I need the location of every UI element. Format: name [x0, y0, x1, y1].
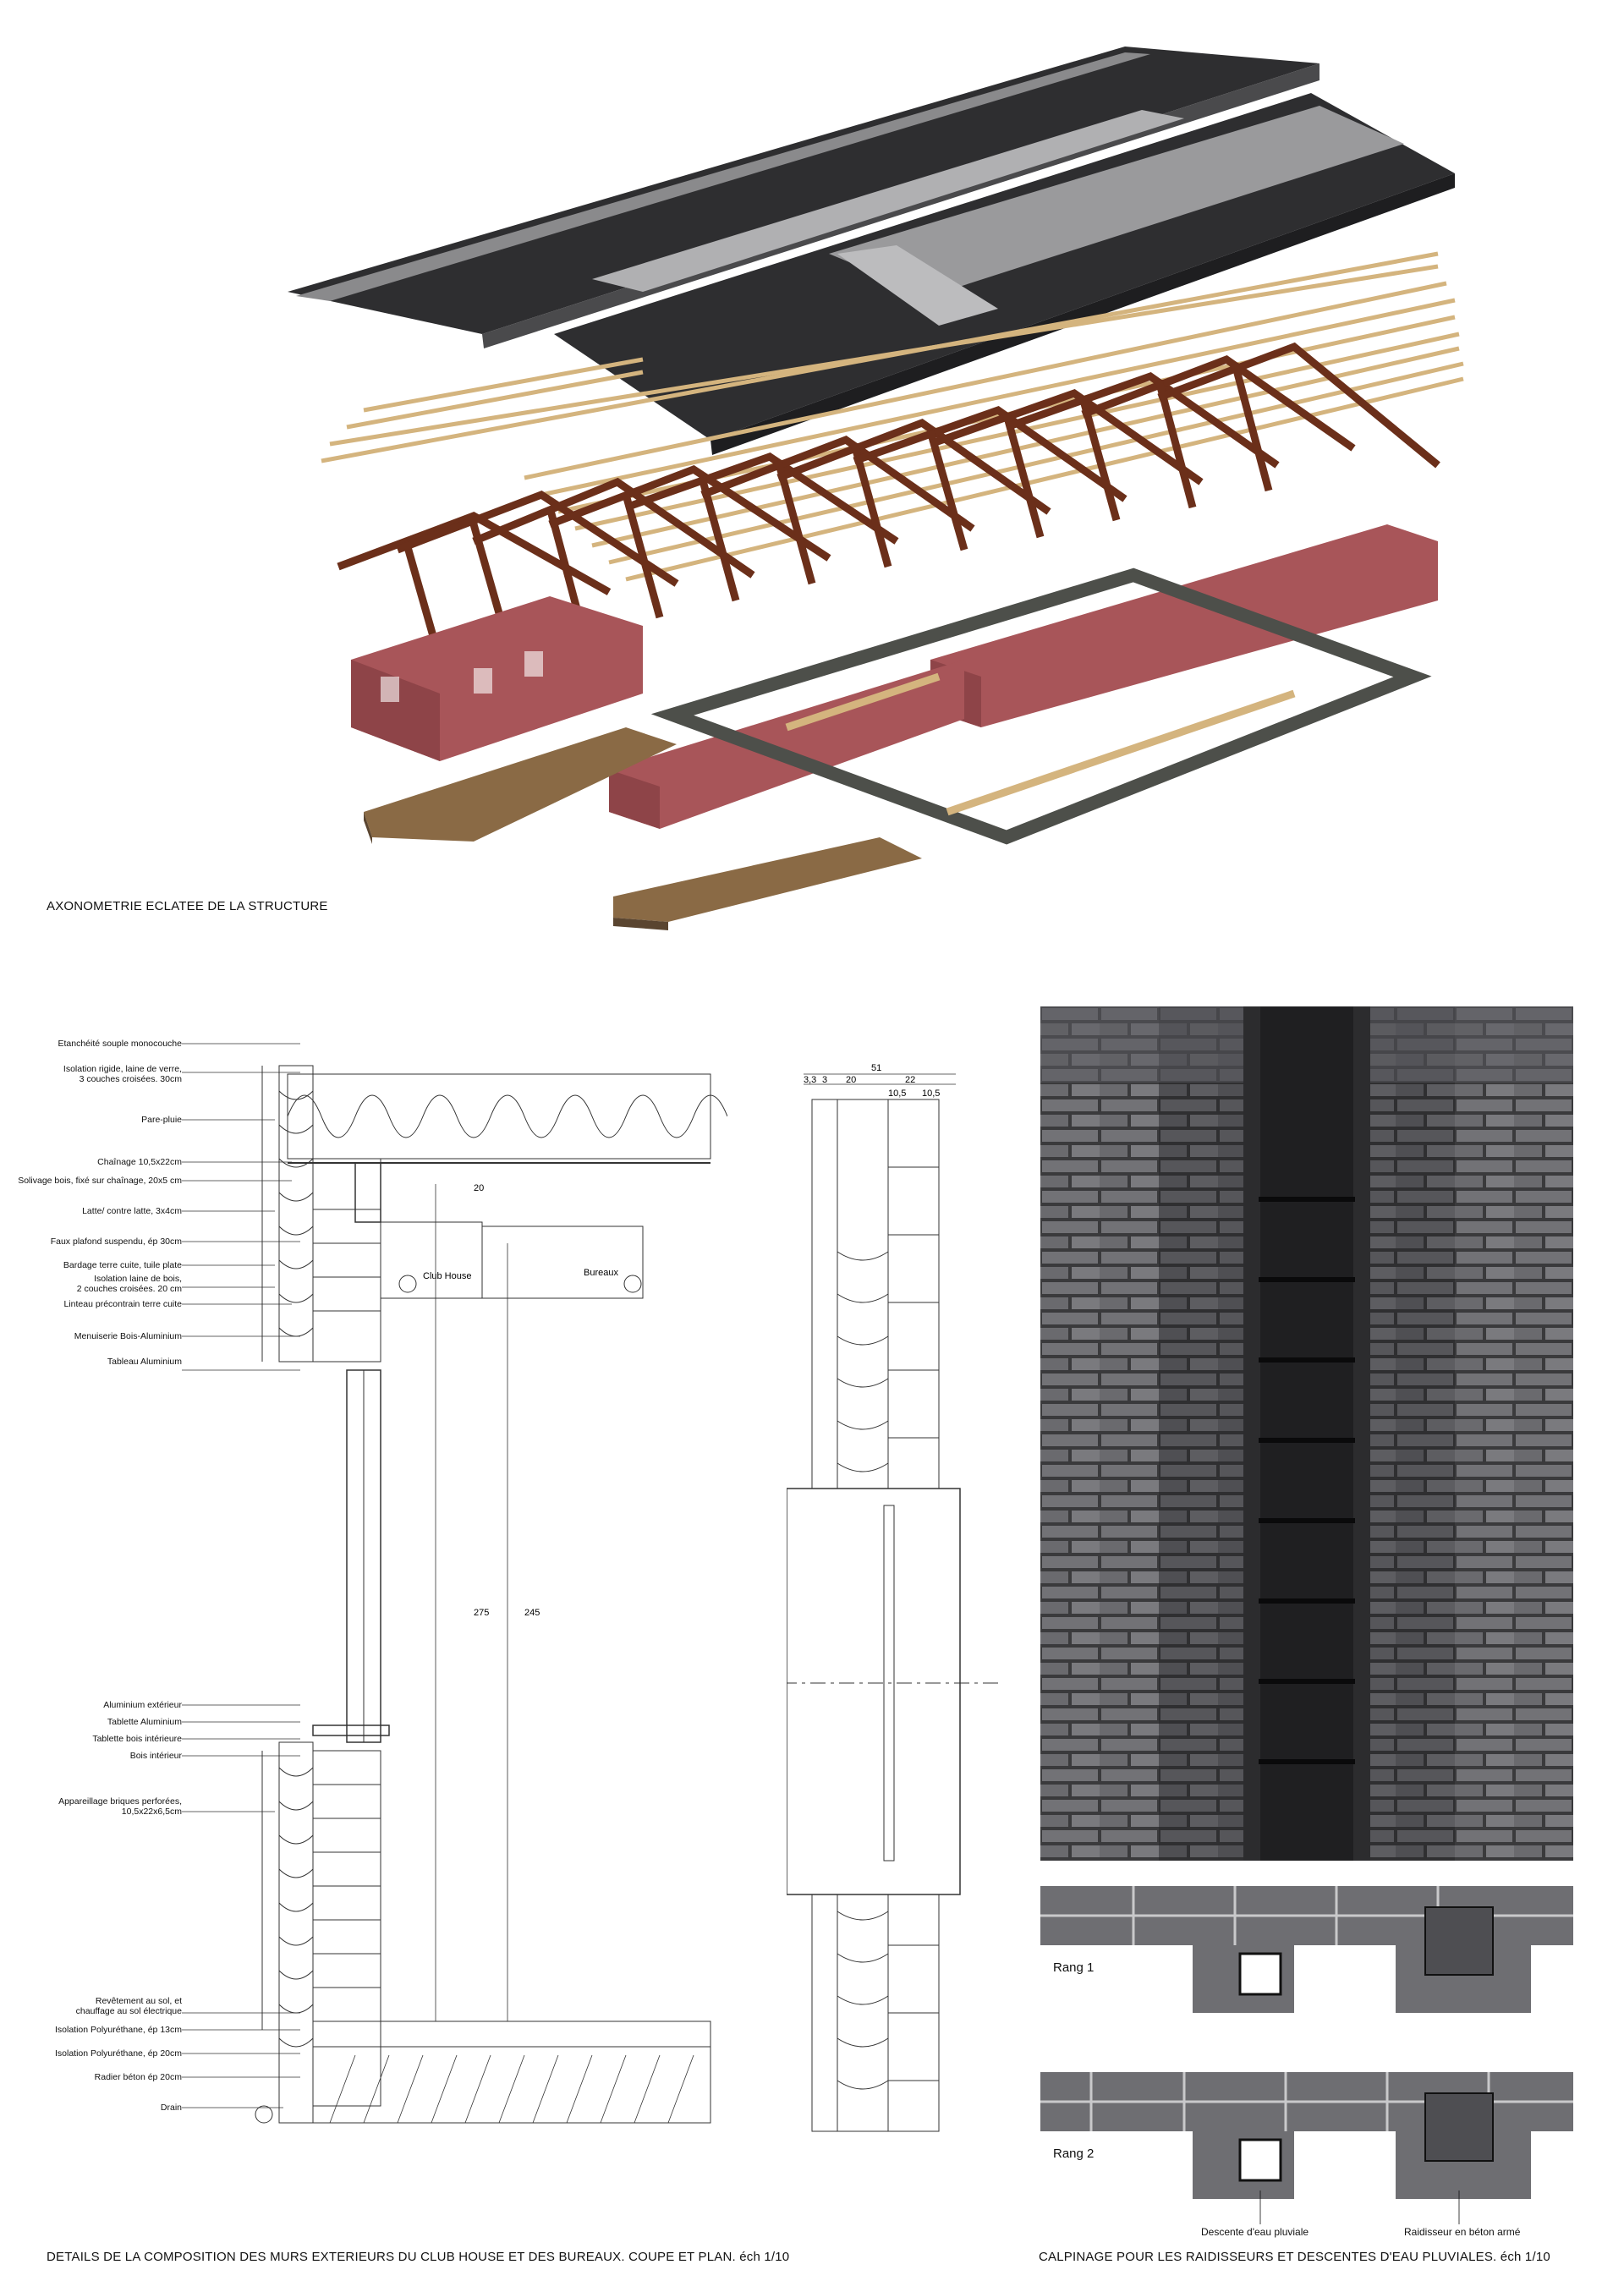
plan-dim-f: 10,5 [922, 1088, 940, 1099]
false-ceiling [380, 1221, 644, 1299]
label-bardage: Bardage terre cuite, tuile plate [63, 1260, 182, 1270]
rang2-plan [1040, 2072, 1573, 2199]
label-faux-plafond: Faux plafond suspendu, ép 30cm [50, 1236, 182, 1247]
label-isolation-13: Isolation Polyuréthane, ép 13cm [54, 2025, 182, 2035]
label-bois-interieur: Bois intérieur [129, 1751, 182, 1761]
brick-elevation [1040, 1006, 1573, 1861]
room-club-house: Club House [423, 1271, 471, 1281]
label-revetement: Revêtement au sol, et chauffage au sol é… [75, 1996, 182, 2016]
room-bureaux: Bureaux [584, 1268, 618, 1278]
leader-lines [182, 1043, 300, 2108]
axonometry-caption: AXONOMETRIE ECLATEE DE LA STRUCTURE [47, 899, 328, 913]
label-appareillage: Appareillage briques perforées, 10,5x22x… [58, 1796, 182, 1817]
label-tablette-bois: Tablette bois intérieure [92, 1734, 182, 1744]
roof-lower [554, 93, 1455, 455]
wall-section-drawing: 20 Club House Bureaux 275 245 [255, 1065, 727, 2124]
roof-upper [288, 47, 1320, 348]
label-pare-pluie: Pare-pluie [141, 1115, 182, 1125]
plan-dim-c: 20 [846, 1075, 856, 1085]
rang1-plan [1040, 1886, 1573, 2013]
plan-dim-total: 51 [871, 1063, 881, 1073]
plan-dim-b: 3 [822, 1075, 827, 1085]
label-radier: Radier béton ép 20cm [94, 2072, 182, 2082]
dim-height-b: 245 [524, 1608, 540, 1618]
label-etancheite: Etanchéité souple monocouche [58, 1039, 182, 1049]
label-chainage: Chaînage 10,5x22cm [97, 1157, 182, 1167]
exploded-axonometry [288, 47, 1464, 930]
floor-timber [785, 672, 1296, 816]
plan-dim-a: 3,3 [804, 1075, 816, 1085]
legend-stiffener: Raidisseur en béton armé [1404, 2226, 1521, 2238]
wall-detail-caption: DETAILS DE LA COMPOSITION DES MURS EXTER… [47, 2250, 790, 2264]
label-isolation-20: Isolation Polyuréthane, ép 20cm [54, 2048, 182, 2059]
wall-plan-drawing: 51 3,3 3 20 22 10,5 10,5 [787, 1063, 998, 2132]
label-tableau-alu: Tableau Aluminium [107, 1357, 182, 1367]
label-linteau: Linteau précontrain terre cuite [63, 1299, 183, 1309]
chainage [354, 1162, 381, 1223]
floor-slabs [364, 727, 922, 930]
rang2-label: Rang 2 [1053, 2147, 1095, 2161]
rang-plans [1040, 1886, 1573, 2224]
label-drain: Drain [160, 2103, 182, 2113]
window-frame [312, 1369, 390, 1743]
label-solivage: Solivage bois, fixé sur chaînage, 20x5 c… [18, 1176, 182, 1186]
floor-section [255, 2021, 711, 2124]
label-isolation-rigide: Isolation rigide, laine de verre, 3 couc… [63, 1064, 182, 1084]
foundation-ring [650, 568, 1432, 845]
walls-left [351, 596, 643, 761]
label-menuiserie: Menuiserie Bois-Aluminium [74, 1331, 182, 1341]
dim-ceiling: 20 [474, 1183, 484, 1193]
rang1-label: Rang 1 [1053, 1960, 1095, 1975]
label-tablette-alu: Tablette Aluminium [107, 1717, 182, 1727]
roof-insulation [287, 1073, 727, 1160]
label-latte: Latte/ contre latte, 3x4cm [82, 1206, 182, 1216]
label-alu-exterieur: Aluminium extérieur [103, 1700, 182, 1710]
calepinage-caption: CALPINAGE POUR LES RAIDISSEURS ET DESCEN… [1039, 2250, 1550, 2264]
dim-height-a: 275 [474, 1608, 489, 1618]
label-isolation-laine: Isolation laine de bois, 2 couches crois… [76, 1274, 182, 1294]
walls-right [609, 524, 1438, 829]
legend-downpipe: Descente d'eau pluviale [1201, 2226, 1309, 2238]
brick-courses [312, 1158, 381, 2107]
plan-dim-e: 10,5 [888, 1088, 906, 1099]
plan-dim-d: 22 [905, 1075, 915, 1085]
downpipe-joints [1259, 1197, 1355, 1764]
